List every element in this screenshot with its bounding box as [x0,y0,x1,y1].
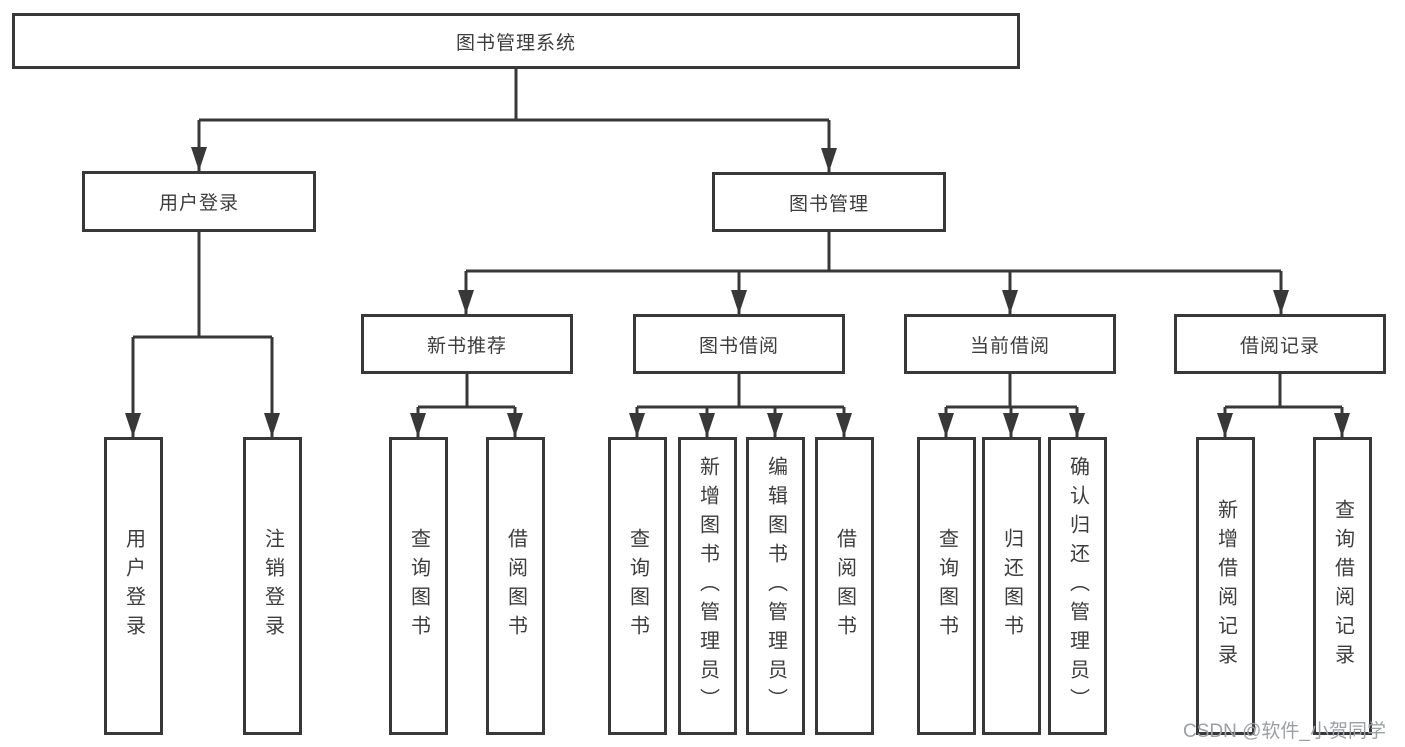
node-label: 用户登录 [158,193,239,214]
arrowhead-icon [1002,290,1018,314]
leaf-query-books-2: 查询图书 [608,437,667,735]
leaf-query-books-3: 查询图书 [917,437,976,735]
node-label: 图书借阅 [698,335,779,357]
node-label: 查询图书 [407,528,430,644]
node-label: 查询图书 [626,528,649,644]
arrowhead-icon [125,413,141,437]
node-label: 借阅图书 [504,528,527,644]
node-book-management: 图书管理 [712,172,946,232]
node-user-login-branch: 用户登录 [82,171,316,232]
node-label: 查询图书 [935,528,958,644]
leaf-user-login: 用户登录 [104,437,163,735]
arrowhead-icon [629,413,645,437]
node-label: 借阅图书 [833,528,856,644]
arrowhead-icon [1217,413,1233,437]
leaf-logout: 注销登录 [243,437,302,735]
csdn-watermark: CSDN @软件_小贺同学 [1183,721,1386,742]
node-label: 查询借阅记录 [1331,499,1354,673]
node-new-book-recommendation: 新书推荐 [361,314,573,374]
leaf-query-borrow-record: 查询借阅记录 [1313,437,1372,735]
leaf-add-borrow-record: 新增借阅记录 [1196,437,1255,735]
node-label: 借阅记录 [1239,335,1320,357]
node-current-borrowing: 当前借阅 [904,314,1116,374]
arrowhead-icon [767,413,783,437]
arrowhead-icon [731,290,747,314]
node-label: 当前借阅 [969,335,1050,357]
arrowhead-icon [191,147,207,171]
arrowhead-icon [1273,290,1289,314]
connector-edges [131,69,1344,437]
node-label: 图书管理系统 [455,32,576,54]
node-label: 图书管理 [788,193,869,215]
arrowhead-icon [836,413,852,437]
leaf-return-books: 归还图书 [982,437,1041,735]
leaf-borrow-books-2: 借阅图书 [815,437,874,735]
node-label: 新书推荐 [426,335,507,357]
leaf-query-books-1: 查询图书 [389,437,448,735]
arrowhead-icon [1003,413,1019,437]
arrowhead-icon [821,148,837,172]
arrowhead-icon [1069,413,1085,437]
leaf-edit-books-admin: 编辑图书（管理员） [746,437,805,735]
leaf-borrow-books-1: 借阅图书 [486,437,545,735]
leaf-confirm-return-admin: 确认归还（管理员） [1048,437,1107,735]
arrowhead-icon [938,413,954,437]
node-label: 编辑图书（管理员） [764,455,787,717]
leaf-add-books-admin: 新增图书（管理员） [678,437,737,735]
arrowhead-icon [1334,413,1350,437]
arrowhead-icon [264,413,280,437]
node-borrowing-records: 借阅记录 [1174,314,1386,374]
arrowhead-icon [699,413,715,437]
node-label: 新增借阅记录 [1214,499,1237,673]
node-label: 归还图书 [1000,528,1023,644]
node-label: 注销登录 [261,528,284,644]
node-book-borrowing: 图书借阅 [633,314,845,374]
arrowhead-icon [507,413,523,437]
node-label: 确认归还（管理员） [1066,455,1089,717]
arrowhead-icon [410,413,426,437]
node-library-management-system: 图书管理系统 [12,13,1020,69]
node-label: 新增图书（管理员） [696,455,719,717]
arrowhead-icon [458,290,474,314]
node-label: 用户登录 [122,528,145,644]
